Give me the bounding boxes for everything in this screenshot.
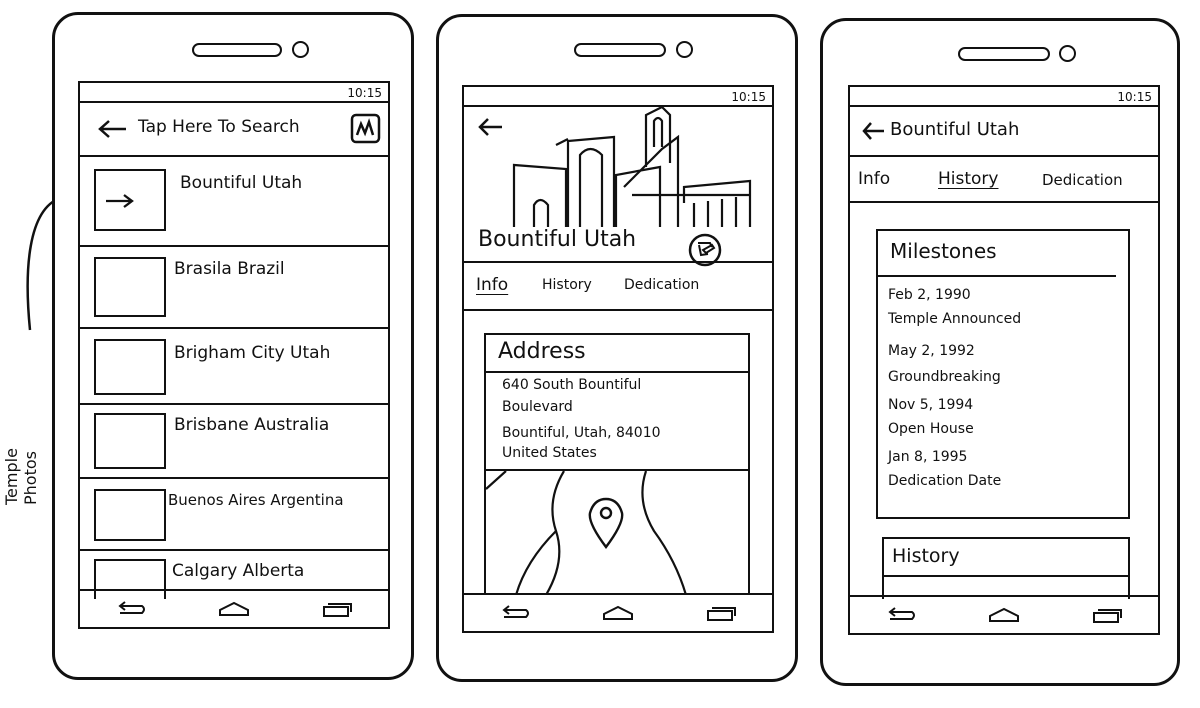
milestone-date: Jan 8, 1995 [888,449,968,465]
status-bar: 10:15 [80,83,388,103]
temple-photo-thumbnail [94,413,166,469]
android-nav-bar [464,593,772,631]
list-item[interactable]: Brigham City Utah [80,329,388,403]
temple-name: Calgary Alberta [172,561,305,581]
status-bar: 10:15 [850,87,1158,107]
address-heading: Address [498,339,586,364]
back-nav-icon[interactable] [498,604,532,622]
map-icon[interactable] [350,113,382,145]
temple-title: Bountiful Utah [478,227,637,252]
temple-name: Brisbane Australia [174,415,330,435]
temple-sketch-illustration [512,107,752,227]
history-heading-row: History [884,539,1128,577]
temple-photo-thumbnail [94,257,166,317]
detail-screen: 10:15 [462,85,774,633]
tab-history[interactable]: History [938,169,999,189]
phone-camera [1059,45,1076,62]
back-arrow-icon[interactable] [96,119,128,139]
milestone-event: Groundbreaking [888,369,1001,385]
temple-photo-thumbnail [94,489,166,541]
list-screen: 10:15 Tap Here To Search Bountiful Utah [78,81,390,629]
address-card: Address 640 South Bountiful Boulevard Bo… [484,333,750,471]
tab-dedication[interactable]: Dedication [1042,171,1123,189]
temple-name: Buenos Aires Argentina [168,491,344,509]
back-nav-icon[interactable] [114,600,148,618]
home-nav-icon[interactable] [601,604,635,622]
recents-nav-icon[interactable] [704,604,738,622]
milestone-event: Open House [888,421,974,437]
phone-camera [676,41,693,58]
phone-history-screen: 10:15 Bountiful Utah Info History Dedica… [820,18,1180,686]
milestones-card: Milestones Feb 2, 1990 Temple Announced … [876,229,1130,519]
milestone-date: Nov 5, 1994 [888,397,974,413]
search-bar[interactable]: Tap Here To Search [80,103,388,157]
phone-speaker [574,43,666,57]
search-label: Tap Here To Search [138,117,300,137]
temple-hero-image: Bountiful Utah [464,107,772,267]
temple-photo-thumbnail [94,169,166,231]
temple-name: Brigham City Utah [174,343,331,363]
tab-dedication[interactable]: Dedication [624,277,700,293]
android-nav-bar [850,595,1158,633]
divider [80,403,388,405]
tab-bar: Info History Dedication [850,157,1158,203]
recents-nav-icon[interactable] [1090,606,1124,624]
screen-title: Bountiful Utah [890,119,1020,140]
phone-camera [292,41,309,58]
phone-list-screen: 10:15 Tap Here To Search Bountiful Utah [52,12,414,680]
divider [80,327,388,329]
map-view[interactable] [484,471,750,595]
android-nav-bar [80,589,388,627]
address-line: Boulevard [502,399,573,415]
status-time: 10:15 [731,90,766,104]
arrow-right-icon [106,194,134,208]
status-time: 10:15 [1117,90,1152,104]
back-arrow-icon[interactable] [860,121,886,141]
status-time: 10:15 [347,86,382,100]
back-arrow-icon[interactable] [476,117,504,137]
address-heading-row: Address [486,335,748,373]
status-bar: 10:15 [464,87,772,107]
recents-nav-icon[interactable] [320,600,354,618]
list-item[interactable]: Brisbane Australia [80,405,388,477]
back-nav-icon[interactable] [884,606,918,624]
tab-info[interactable]: Info [476,275,509,295]
edit-icon[interactable] [688,233,722,267]
home-nav-icon[interactable] [987,606,1021,624]
address-line: 640 South Bountiful [502,377,642,393]
tab-bar: Info History Dedication [464,261,772,311]
history-card: History [882,537,1130,599]
milestones-heading-row: Milestones [878,231,1116,277]
address-line: United States [502,445,597,461]
list-item[interactable]: Calgary Alberta [80,551,388,599]
temple-name: Bountiful Utah [180,173,303,193]
phone-detail-screen: 10:15 [436,14,798,682]
history-screen: 10:15 Bountiful Utah Info History Dedica… [848,85,1160,635]
home-nav-icon[interactable] [217,600,251,618]
history-heading: History [892,545,960,567]
divider [80,245,388,247]
milestone-event: Temple Announced [888,311,1022,327]
screen-header: Bountiful Utah [850,107,1158,157]
tab-history[interactable]: History [542,277,592,293]
temple-photos-annotation: Temple Photos [2,448,40,505]
divider [80,477,388,479]
divider [80,549,388,551]
list-item[interactable]: Brasila Brazil [80,247,388,327]
milestone-date: Feb 2, 1990 [888,287,971,303]
phone-speaker [192,43,282,57]
milestone-date: May 2, 1992 [888,343,975,359]
tab-info[interactable]: Info [858,169,891,189]
phone-speaker [958,47,1050,61]
temple-name: Brasila Brazil [174,259,285,279]
address-line: Bountiful, Utah, 84010 [502,425,661,441]
temple-photo-thumbnail [94,559,166,599]
list-item[interactable]: Buenos Aires Argentina [80,479,388,549]
location-pin-icon [588,497,624,550]
milestone-event: Dedication Date [888,473,1002,489]
map-sketch [486,471,688,595]
list-item[interactable]: Bountiful Utah [80,157,388,245]
temple-photo-thumbnail [94,339,166,395]
milestones-heading: Milestones [890,239,997,263]
